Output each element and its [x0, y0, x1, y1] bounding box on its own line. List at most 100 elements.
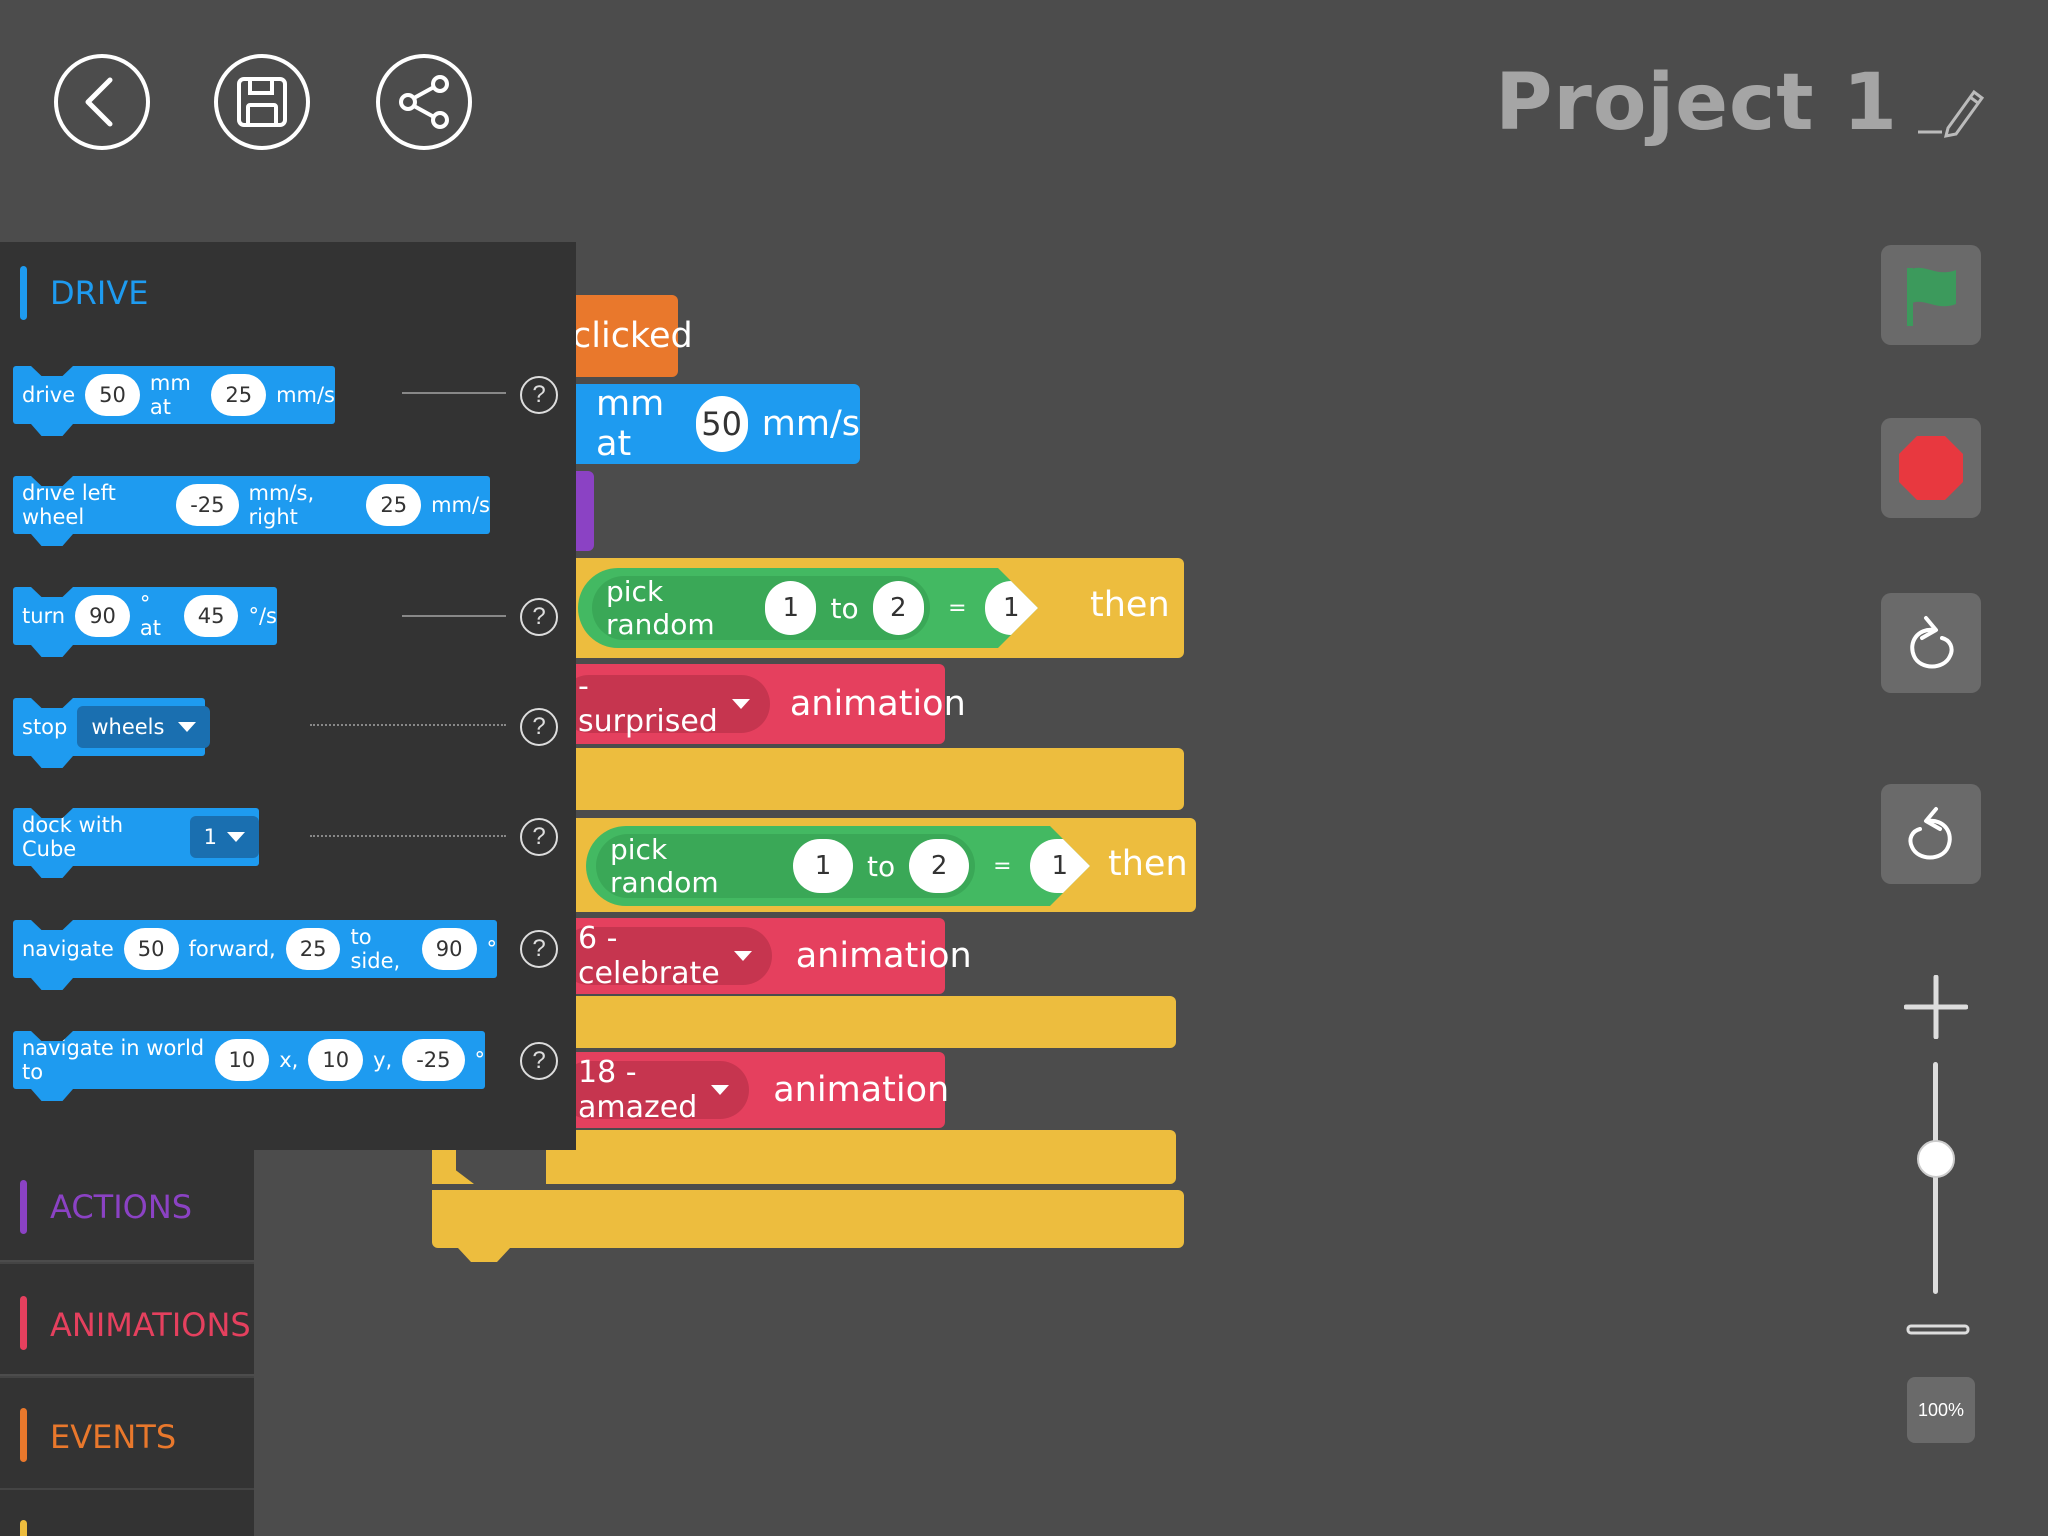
block-label: °: [486, 937, 498, 961]
category-next[interactable]: [0, 1488, 254, 1536]
block-label: mm/s: [431, 493, 490, 517]
category-color-bar: [20, 1296, 27, 1350]
redo-button[interactable]: [1881, 593, 1981, 693]
random-from-input[interactable]: 1: [765, 581, 817, 635]
chevron-down-icon: [178, 722, 197, 732]
block-label: turn: [22, 604, 66, 628]
pencil-icon[interactable]: [1916, 78, 1986, 138]
undo-button[interactable]: [1881, 784, 1981, 884]
animation-select-3[interactable]: 18 - amazed: [560, 1055, 750, 1125]
drive-block[interactable]: mm at 50 mm/s: [560, 384, 860, 464]
minus-icon[interactable]: [1906, 1322, 1970, 1338]
dropdown-value: 1: [203, 825, 217, 849]
help-button[interactable]: ?: [520, 1042, 558, 1080]
help-button[interactable]: ?: [520, 708, 558, 746]
block-label: to side,: [350, 925, 401, 973]
pick-random-label: pick random: [610, 833, 719, 899]
animation-block-1[interactable]: - surprised animation: [560, 664, 966, 744]
forward-input[interactable]: 50: [123, 928, 179, 970]
help-button[interactable]: ?: [520, 598, 558, 636]
back-button[interactable]: [54, 54, 150, 150]
block-palette: DRIVE drive 50 mm at 25 mm/s ? drive lef…: [0, 242, 576, 1150]
green-flag-icon: [1907, 267, 1956, 326]
angle-input[interactable]: 90: [75, 595, 130, 637]
animation-block-2[interactable]: 6 - celebrate animation: [560, 918, 972, 994]
animation-block-3[interactable]: 18 - amazed animation: [560, 1052, 949, 1128]
block-label: ° at: [139, 592, 161, 640]
animation-select-2[interactable]: 6 - celebrate: [560, 921, 772, 991]
equals-label: =: [993, 853, 1012, 879]
pick-random-label: pick random: [606, 575, 715, 641]
run-button[interactable]: [1881, 245, 1981, 345]
if1-then: then: [1090, 585, 1170, 625]
animation-label: animation: [789, 684, 966, 724]
palette-drive-block[interactable]: drive 50 mm at 25 mm/s: [13, 366, 335, 424]
drive-unit: mm/s: [761, 404, 860, 444]
stop-button[interactable]: [1881, 418, 1981, 518]
equals-label: =: [948, 595, 967, 621]
dock-dropdown[interactable]: 1: [189, 816, 259, 858]
y-input[interactable]: 10: [308, 1039, 364, 1081]
left-speed-input[interactable]: -25: [176, 484, 239, 526]
help-button[interactable]: ?: [520, 930, 558, 968]
help-button[interactable]: ?: [520, 376, 558, 414]
animation-option: 6 - celebrate: [578, 921, 720, 991]
redo-icon: [1910, 616, 1954, 669]
project-title[interactable]: Project 1: [1495, 58, 1898, 148]
help-button[interactable]: ?: [520, 818, 558, 856]
category-color-bar: [20, 1520, 27, 1536]
palette-stop-block[interactable]: stop wheels: [13, 698, 211, 756]
block-label: drive left wheel: [22, 481, 116, 529]
share-button[interactable]: [376, 54, 472, 150]
event-block-clicked[interactable]: clicked: [560, 295, 693, 377]
palette-dock-block[interactable]: dock with Cube 1: [13, 808, 259, 866]
share-icon: [399, 75, 449, 129]
palette-navigate-world-block[interactable]: navigate in world to 10 x, 10 y, -25 °: [13, 1031, 485, 1089]
divider: [310, 835, 506, 837]
divider: [402, 392, 506, 394]
stop-dropdown[interactable]: wheels: [77, 706, 211, 748]
pick-random-1[interactable]: pick random 1 to 2: [592, 575, 931, 641]
zoom-slider-track[interactable]: [1933, 1062, 1938, 1294]
pick-random-2[interactable]: pick random 1 to 2: [596, 833, 976, 899]
category-color-bar: [20, 266, 27, 320]
palette-turn-block[interactable]: turn 90 ° at 45 °/s: [13, 587, 277, 645]
block-label: navigate in world to: [22, 1036, 205, 1084]
category-actions[interactable]: ACTIONS: [0, 1148, 254, 1260]
notch: [456, 1150, 546, 1184]
chevron-left-icon: [85, 77, 113, 127]
drive-speed-input[interactable]: 50: [695, 396, 748, 452]
animation-select-1[interactable]: - surprised: [560, 669, 770, 739]
floppy-disk-icon: [237, 77, 287, 127]
random-to-input[interactable]: 2: [872, 581, 925, 635]
right-speed-input[interactable]: 25: [366, 484, 422, 526]
distance-input[interactable]: 50: [85, 374, 140, 416]
x-input[interactable]: 10: [214, 1039, 270, 1081]
event-text: clicked: [572, 316, 693, 356]
palette-drive-wheels-block[interactable]: drive left wheel -25 mm/s, right 25 mm/s: [13, 476, 490, 534]
palette-navigate-block[interactable]: navigate 50 forward, 25 to side, 90 °: [13, 920, 497, 978]
divider: [402, 615, 506, 617]
random-from-input[interactable]: 1: [793, 839, 854, 893]
category-events[interactable]: EVENTS: [0, 1376, 254, 1488]
category-animations[interactable]: ANIMATIONS: [0, 1262, 254, 1374]
save-button[interactable]: [214, 54, 310, 150]
animation-label: animation: [795, 936, 972, 976]
if-block-2-end: [560, 996, 1176, 1048]
plus-icon[interactable]: [1904, 975, 1968, 1039]
divider: [310, 724, 506, 726]
speed-input[interactable]: 25: [211, 374, 267, 416]
zoom-slider-handle[interactable]: [1917, 1140, 1955, 1178]
side-input[interactable]: 25: [285, 928, 341, 970]
random-to-input[interactable]: 2: [909, 839, 970, 893]
block-label: mm/s, right: [248, 481, 315, 529]
angle-input[interactable]: 90: [421, 928, 477, 970]
zoom-level[interactable]: 100%: [1907, 1377, 1975, 1443]
condition-equals-1[interactable]: pick random 1 to 2 = 1: [578, 568, 1038, 648]
speed-input[interactable]: 45: [183, 595, 239, 637]
if2-then: then: [1108, 844, 1188, 884]
to-label: to: [867, 849, 896, 883]
condition-equals-2[interactable]: pick random 1 to 2 = 1: [586, 826, 1090, 906]
angle-input[interactable]: -25: [402, 1039, 465, 1081]
block-notch: [458, 1248, 510, 1262]
